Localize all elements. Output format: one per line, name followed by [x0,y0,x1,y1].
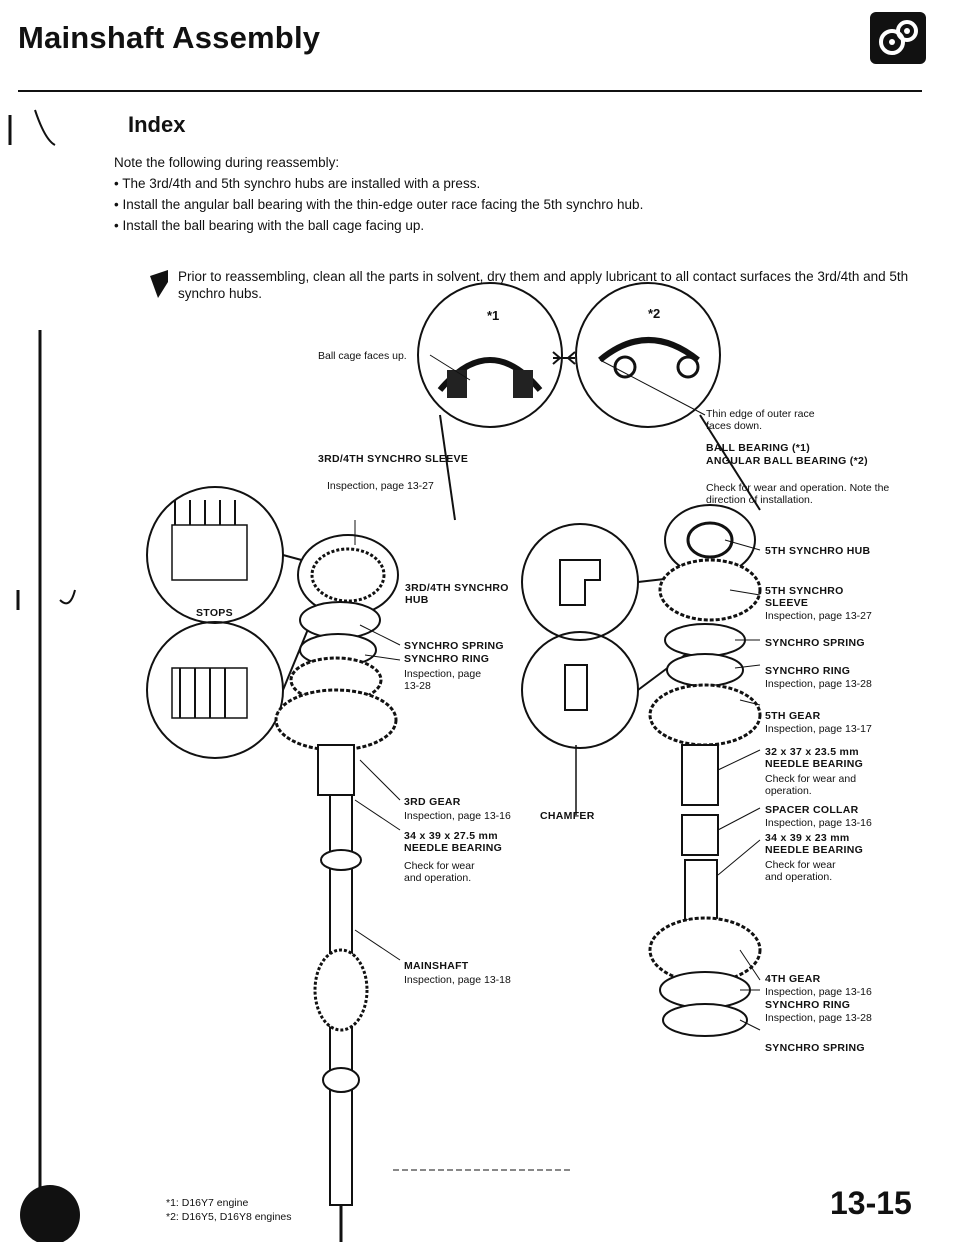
gear4-inspection: Inspection, page 13-16 [765,986,872,998]
sleeve5-inspection: Inspection, page 13-27 [765,610,872,622]
spring4-label: SYNCHRO SPRING [765,1042,865,1054]
hub-label: 3RD/4TH SYNCHRO HUB [405,582,509,606]
collar-label: SPACER COLLAR [765,804,859,816]
hub5-label: 5TH SYNCHRO HUB [765,545,871,557]
note-bullet: • The 3rd/4th and 5th synchro hubs are i… [114,176,481,191]
sleeve-label: 3RD/4TH SYNCHRO SLEEVE [318,453,469,465]
wrench-tip-icon [148,268,172,298]
page-title: Mainshaft Assembly [18,20,321,55]
needle34-label: 34 x 39 x 23 mm NEEDLE BEARING [765,832,864,856]
transmission-logo-icon [870,12,926,64]
ball-cage-note: Ball cage faces up. [318,350,407,362]
gear3-inspection: Inspection, page 13-16 [404,810,511,822]
section-title: Index [128,112,186,137]
ring-label: SYNCHRO RING [404,653,490,665]
needle-bearing-label: 34 x 39 x 27.5 mm NEEDLE BEARING [404,830,503,854]
reassembly-notes: Note the following during reassembly: • … [114,155,914,239]
mainshaft-label: MAINSHAFT [404,960,469,972]
needle32-label: 32 x 37 x 23.5 mm NEEDLE BEARING [765,746,864,770]
footnote-1: *1: D16Y7 engine [166,1197,249,1209]
footnote-2: *2: D16Y5, D16Y8 engines [166,1211,292,1223]
mainshaft-inspection: Inspection, page 13-18 [404,974,511,986]
ring4-label: SYNCHRO RING [765,999,851,1011]
header-rule [18,90,922,92]
ring5-inspection: Inspection, page 13-28 [765,678,872,690]
tip-text: Prior to reassembling, clean all the par… [178,269,909,301]
needle-bearing-check: Check for wear and operation. [404,860,475,884]
notes-lead: Note the following during reassembly: [114,155,340,170]
gear4-label: 4TH GEAR [765,973,821,985]
bearing-check-note: Check for wear and operation. Note the d… [706,482,890,506]
bearing-label-2: ANGULAR BALL BEARING (*2) [706,455,868,467]
gear5-label: 5TH GEAR [765,710,821,722]
sleeve-inspection: Inspection, page 13-27 [327,480,434,492]
ring4-inspection: Inspection, page 13-28 [765,1012,872,1024]
ring-inspection: Inspection, page 13-28 [404,668,482,692]
sleeve5-label: 5TH SYNCHRO SLEEVE [765,585,844,609]
needle34-check: Check for wear and operation. [765,859,836,883]
marker-2: *2 [648,306,661,321]
stops-label: STOPS [196,607,233,619]
spring-label: SYNCHRO SPRING [404,640,504,652]
marker-1: *1 [487,308,500,323]
gear5-inspection: Inspection, page 13-17 [765,723,872,735]
gear3-label: 3RD GEAR [404,796,461,808]
note-bullet: • Install the angular ball bearing with … [114,197,644,212]
ring5-label: SYNCHRO RING [765,665,851,677]
note-bullet: • Install the ball bearing with the ball… [114,218,425,233]
collar-inspection: Inspection, page 13-16 [765,817,872,829]
spring5-label: SYNCHRO SPRING [765,637,865,649]
chamfer-label: CHAMFER [540,810,595,822]
thin-edge-note: Thin edge of outer race faces down. [706,408,815,432]
needle32-check: Check for wear and operation. [765,773,857,797]
page-number: 13-15 [830,1185,912,1221]
bearing-label-1: BALL BEARING (*1) [706,442,811,454]
